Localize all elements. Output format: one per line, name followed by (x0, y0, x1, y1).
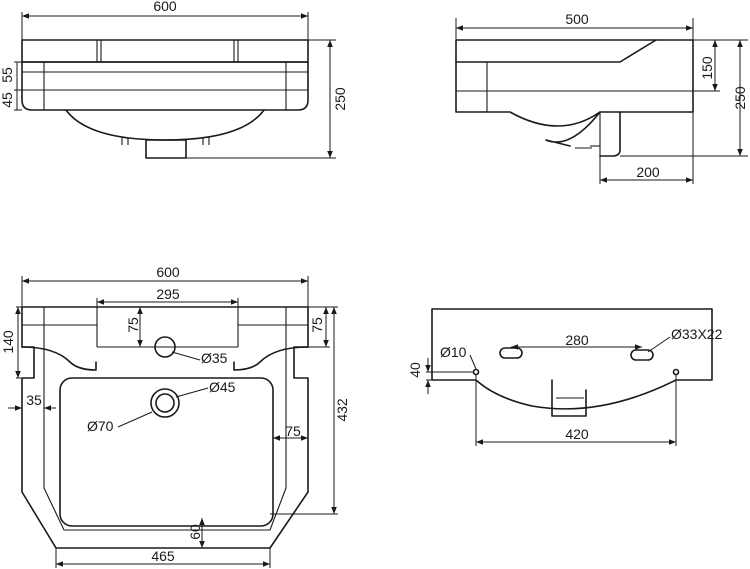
front-height-label: 250 (332, 87, 348, 111)
underside-fixing-hole-label: Ø10 (440, 344, 467, 360)
plan-depth-label: 432 (334, 398, 350, 422)
underside-fixing-spacing-label: 420 (565, 426, 589, 442)
plan-width-label: 600 (156, 264, 180, 280)
underside-view: 280 420 40 Ø10 Ø33X22 (407, 308, 723, 446)
side-waste-offset-label: 200 (636, 164, 660, 180)
plan-front-rim-label: 60 (187, 524, 203, 540)
plan-side-back-label: 75 (309, 317, 325, 333)
plan-deck-depth-label: 140 (0, 330, 16, 354)
underside-fixing-height-label: 40 (407, 362, 423, 378)
plan-tap-deck-label: 295 (156, 286, 180, 302)
underside-slot-size-label: Ø33X22 (671, 326, 723, 342)
side-back-height-label: 150 (699, 56, 715, 80)
side-height-label: 250 (732, 86, 748, 110)
plan-front-width-label: 465 (151, 548, 175, 564)
plan-waste-label: Ø70 (87, 418, 114, 434)
plan-overflow-label: Ø45 (209, 379, 236, 395)
plan-tap-hole-label: Ø35 (201, 350, 228, 366)
front-elevation-view: 600 250 55 45 (0, 0, 348, 159)
plan-side-rim-label: 35 (26, 392, 42, 408)
side-elevation-view: 500 150 250 200 (455, 11, 748, 184)
front-width-label: 600 (153, 0, 177, 14)
plan-view: 600 295 75 140 75 432 35 75 60 (0, 264, 350, 568)
front-rim-lower-label: 45 (0, 92, 15, 108)
front-rim-upper-label: 55 (0, 67, 15, 83)
plan-tap-offset-label: 75 (125, 317, 141, 333)
side-depth-label: 500 (565, 11, 589, 27)
plan-inner-rim-label: 75 (285, 423, 301, 439)
underside-slot-spacing-label: 280 (565, 332, 589, 348)
